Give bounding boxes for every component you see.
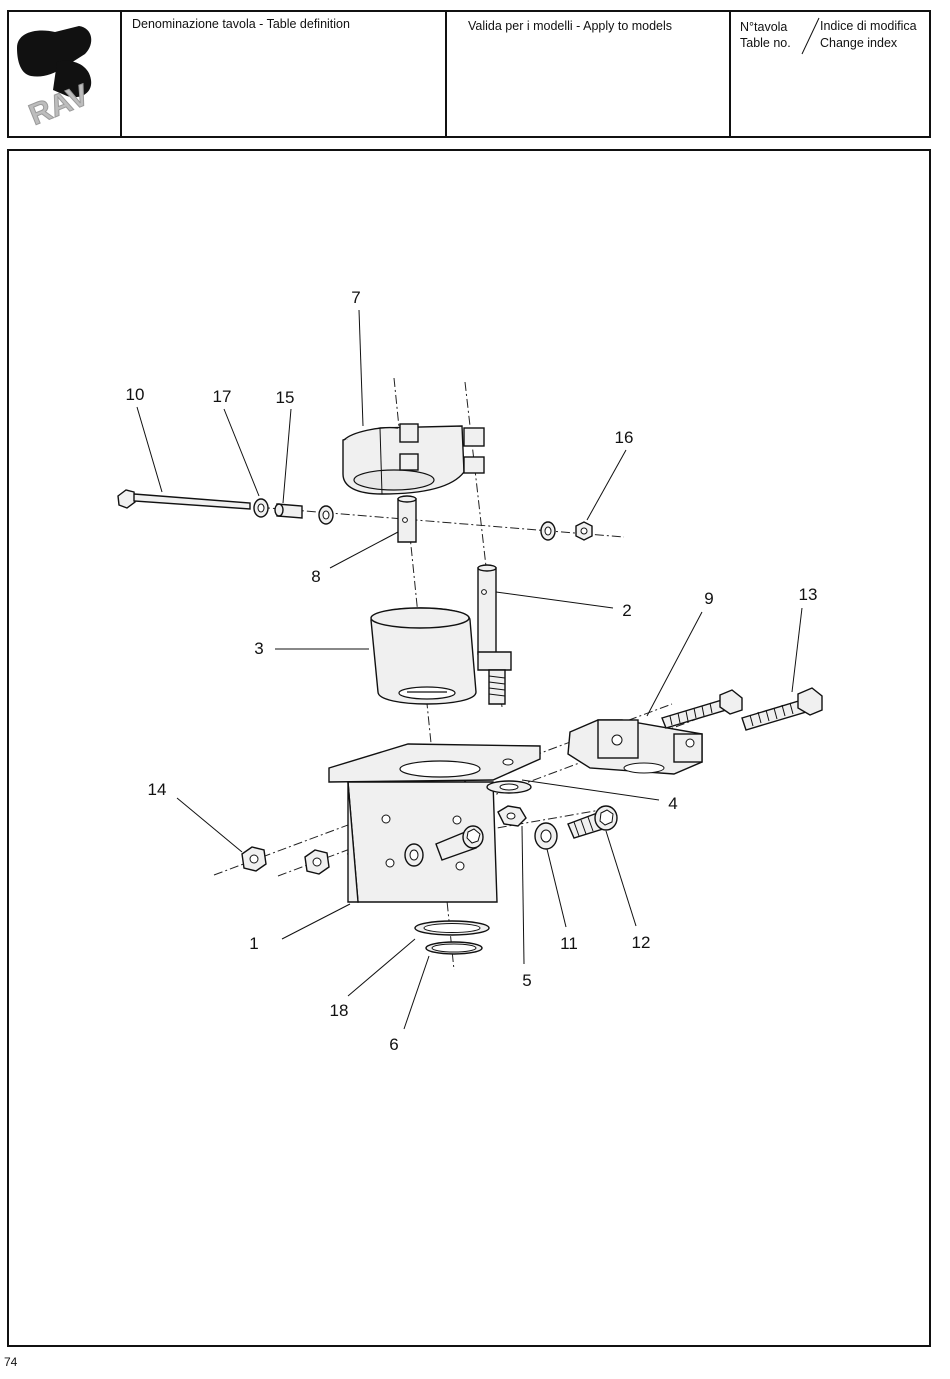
callout-14: 14 <box>148 780 167 799</box>
part-6-circlip <box>426 942 482 954</box>
models-label: Valida per i modelli - Apply to models <box>468 19 672 34</box>
logo-cell: RAV <box>9 12 122 136</box>
part-4-washer <box>487 781 531 793</box>
part-9-bracket <box>568 690 742 774</box>
callout-1: 1 <box>249 934 258 953</box>
callout-18: 18 <box>330 1001 349 1020</box>
callout-13: 13 <box>799 585 818 604</box>
table-definition-label: Denominazione tavola - Table definition <box>132 17 350 32</box>
callout-3: 3 <box>254 639 263 658</box>
callout-5: 5 <box>522 971 531 990</box>
models-cell: Valida per i modelli - Apply to models <box>447 12 731 136</box>
callout-16: 16 <box>615 428 634 447</box>
part-5-nut <box>498 806 526 826</box>
callout-2: 2 <box>622 601 631 620</box>
part-16-nut <box>541 522 592 540</box>
callout-11: 11 <box>560 934 578 953</box>
part-18-ring <box>415 921 489 935</box>
part-14-nuts <box>242 847 329 874</box>
part-7-clamp <box>343 424 484 494</box>
callout-8: 8 <box>311 567 320 586</box>
table-number-label-it: N°tavola <box>740 20 787 35</box>
part-11-washer <box>535 823 557 849</box>
table-number-cell: N°tavola Table no. Indice di modifica Ch… <box>731 12 933 136</box>
part-13-hex-bolt <box>742 688 822 730</box>
callout-7: 7 <box>351 288 360 307</box>
callout-4: 4 <box>668 794 677 813</box>
callout-12: 12 <box>632 933 651 952</box>
exploded-view-frame: 7 10 17 15 16 8 2 9 13 3 14 4 1 11 12 5 … <box>7 149 931 1347</box>
callout-10: 10 <box>126 385 145 404</box>
rav-logo-icon: RAV <box>13 24 97 130</box>
part-12-cap-screw <box>568 806 617 838</box>
callout-17: 17 <box>213 387 232 406</box>
part-2-stud <box>478 565 511 704</box>
exploded-view-drawing: 7 10 17 15 16 8 2 9 13 3 14 4 1 11 12 5 … <box>9 151 929 1345</box>
part-8-pin <box>398 496 416 542</box>
table-number-label-en: Table no. <box>740 36 791 51</box>
part-17-washer <box>254 499 268 517</box>
washer <box>319 506 333 524</box>
part-10-long-bolt <box>118 490 250 509</box>
change-index-label-en: Change index <box>820 36 897 51</box>
part-3-sleeve <box>371 608 476 704</box>
change-index-label-it: Indice di modifica <box>820 19 917 34</box>
callout-9: 9 <box>704 589 713 608</box>
table-definition-cell: Denominazione tavola - Table definition <box>122 12 447 136</box>
part-15-spacer <box>275 504 302 518</box>
page-number: 74 <box>4 1355 17 1369</box>
title-block: RAV Denominazione tavola - Table definit… <box>7 10 931 138</box>
callout-6: 6 <box>389 1035 398 1054</box>
callout-15: 15 <box>276 388 295 407</box>
